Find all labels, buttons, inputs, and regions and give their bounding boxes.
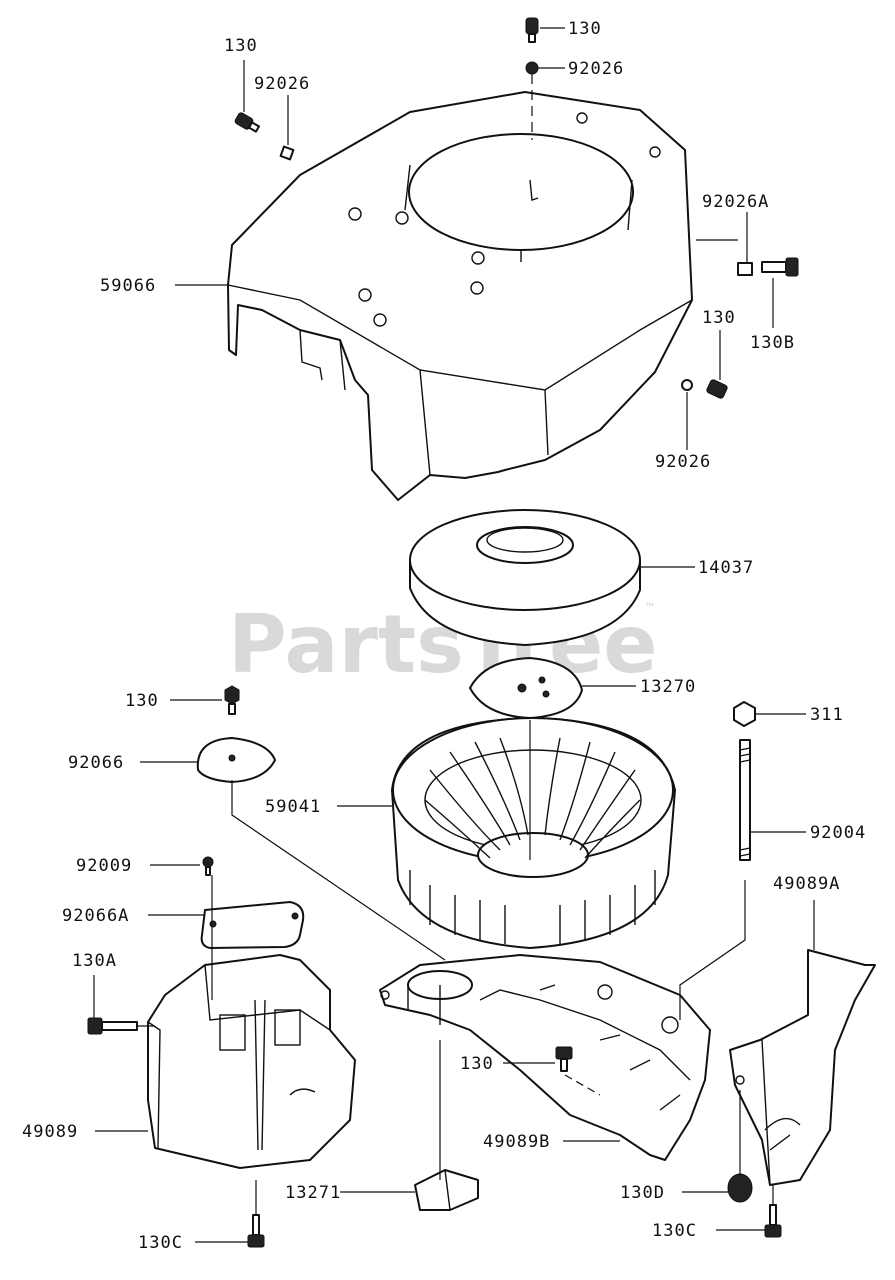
callout-13271: 13271 <box>285 1183 341 1203</box>
callout-92066: 92066 <box>68 753 124 773</box>
callout-labels: 130 92026 130 92026 59066 92026A 130 130… <box>22 19 866 1253</box>
callout-92026-top: 92026 <box>568 59 624 79</box>
callout-92026-upper-left: 92026 <box>254 74 310 94</box>
cover-49089a <box>729 949 876 1186</box>
bolt-130-upper-left <box>234 112 260 133</box>
callout-59041: 59041 <box>265 797 321 817</box>
callout-130-baffle: 130 <box>460 1054 494 1074</box>
washer-92026a <box>737 262 753 276</box>
bolt-92009 <box>202 856 214 876</box>
callout-130c-right: 130C <box>652 1221 697 1241</box>
callout-130-top: 130 <box>568 19 602 39</box>
callout-311: 311 <box>810 705 844 725</box>
assembly-lines <box>137 74 774 1215</box>
callout-130-right: 130 <box>702 308 736 328</box>
bolt-130-right <box>706 379 728 399</box>
bolt-130-deflector <box>224 685 240 715</box>
callout-130-deflector: 130 <box>125 691 159 711</box>
washer-92026-top <box>525 61 539 75</box>
washer-92026-upper-left <box>279 145 295 161</box>
callout-59066: 59066 <box>100 276 156 296</box>
callout-14037: 14037 <box>698 558 754 578</box>
stud-92004 <box>739 739 751 861</box>
callout-130a: 130A <box>72 951 117 971</box>
washer-92026-right <box>681 379 693 391</box>
leader-lines <box>93 27 815 1243</box>
watermark-trademark: ™ <box>644 601 656 615</box>
cooling-fan-59041 <box>391 717 676 949</box>
callout-13270: 13270 <box>640 677 696 697</box>
callout-92026a: 92026A <box>702 192 769 212</box>
callout-92026-right: 92026 <box>655 452 711 472</box>
callout-130d: 130D <box>620 1183 665 1203</box>
bolt-130c-left <box>247 1214 265 1248</box>
callout-92004: 92004 <box>810 823 866 843</box>
bolt-130b <box>761 257 799 277</box>
baffle-49089b <box>379 954 711 1161</box>
callout-130-upper-left: 130 <box>224 36 258 56</box>
callout-130b: 130B <box>750 333 795 353</box>
blower-housing-59066 <box>227 91 693 501</box>
plate-92066a <box>200 901 305 949</box>
callout-92009: 92009 <box>76 856 132 876</box>
air-guide-14037 <box>409 509 641 646</box>
callout-130c-left: 130C <box>138 1233 183 1253</box>
callout-49089: 49089 <box>22 1122 78 1142</box>
bolt-130c-right <box>764 1204 782 1238</box>
callout-49089a: 49089A <box>773 874 840 894</box>
bolt-130-baffle <box>555 1046 573 1072</box>
bolt-130d <box>727 1173 753 1203</box>
callout-49089b: 49089B <box>483 1132 550 1152</box>
screen-plate-13270 <box>469 657 583 719</box>
callout-92066a: 92066A <box>62 906 129 926</box>
deflector-92066 <box>196 737 276 783</box>
bolt-130-top <box>525 17 539 43</box>
nut-311 <box>733 701 756 727</box>
cover-49089 <box>147 954 356 1169</box>
bolt-130a <box>87 1017 138 1035</box>
bracket-13271 <box>414 1169 479 1211</box>
